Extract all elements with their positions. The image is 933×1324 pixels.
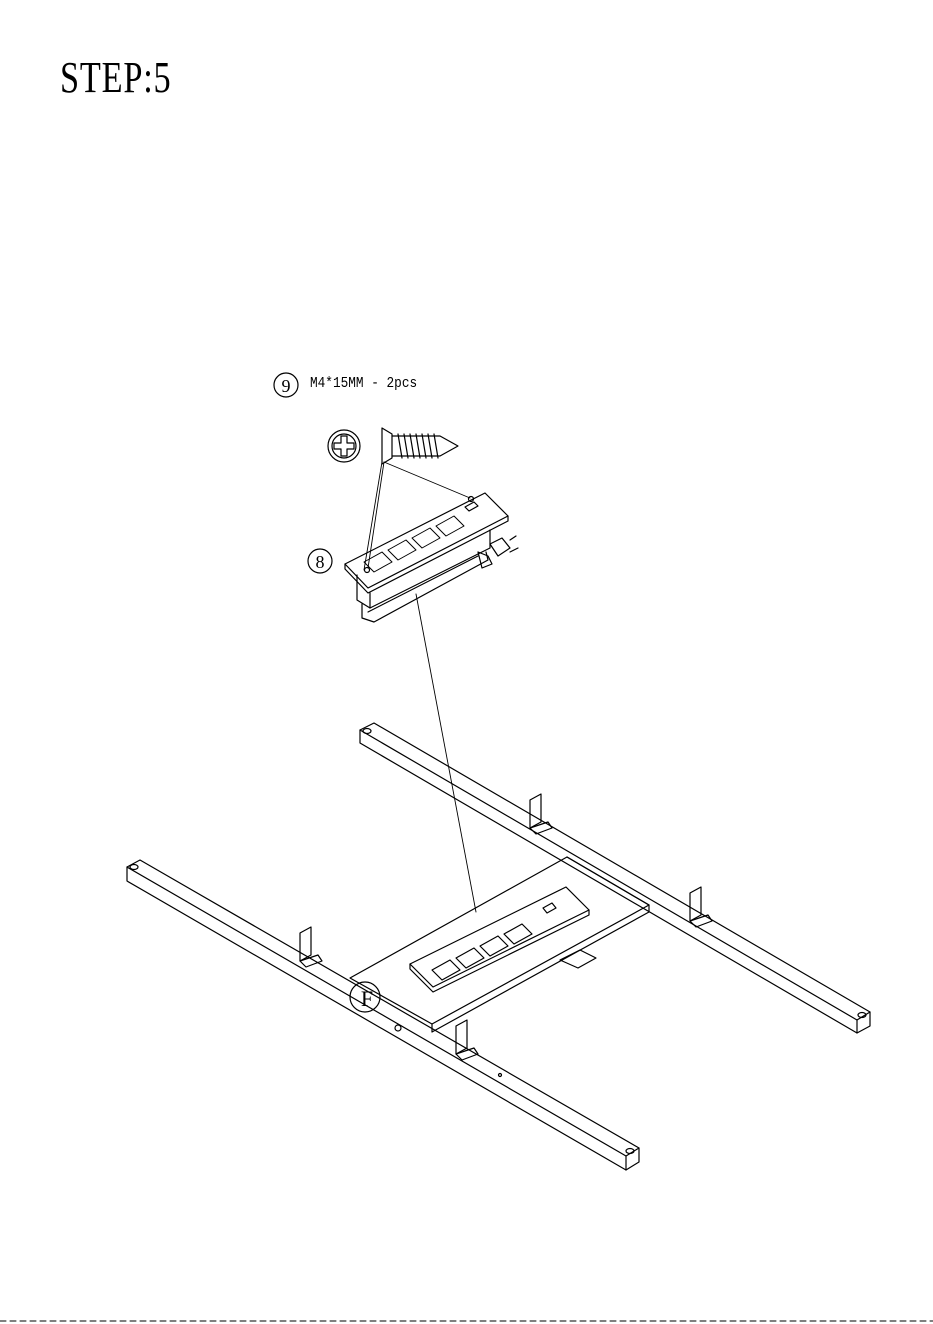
power-strip-installed [410,887,596,992]
part-8-number: 8 [316,552,325,572]
part-9-marker: 9 [274,373,298,397]
part-9-number: 9 [282,376,291,396]
strip-outlets [364,516,464,572]
phillips-screwdriver-icon [328,430,360,462]
part-8-marker: 8 [308,549,332,573]
frame-bar-back [360,723,870,1033]
frame-bar-front [127,860,639,1170]
screw-icon [382,428,458,464]
power-strip-exploded [345,493,518,622]
frame-part-f-callout: F [350,982,380,1012]
strip-switch [465,502,478,511]
center-mounting-plate [350,857,649,1032]
frame-brackets [300,794,712,1060]
frame-part-letter: F [361,986,373,1011]
